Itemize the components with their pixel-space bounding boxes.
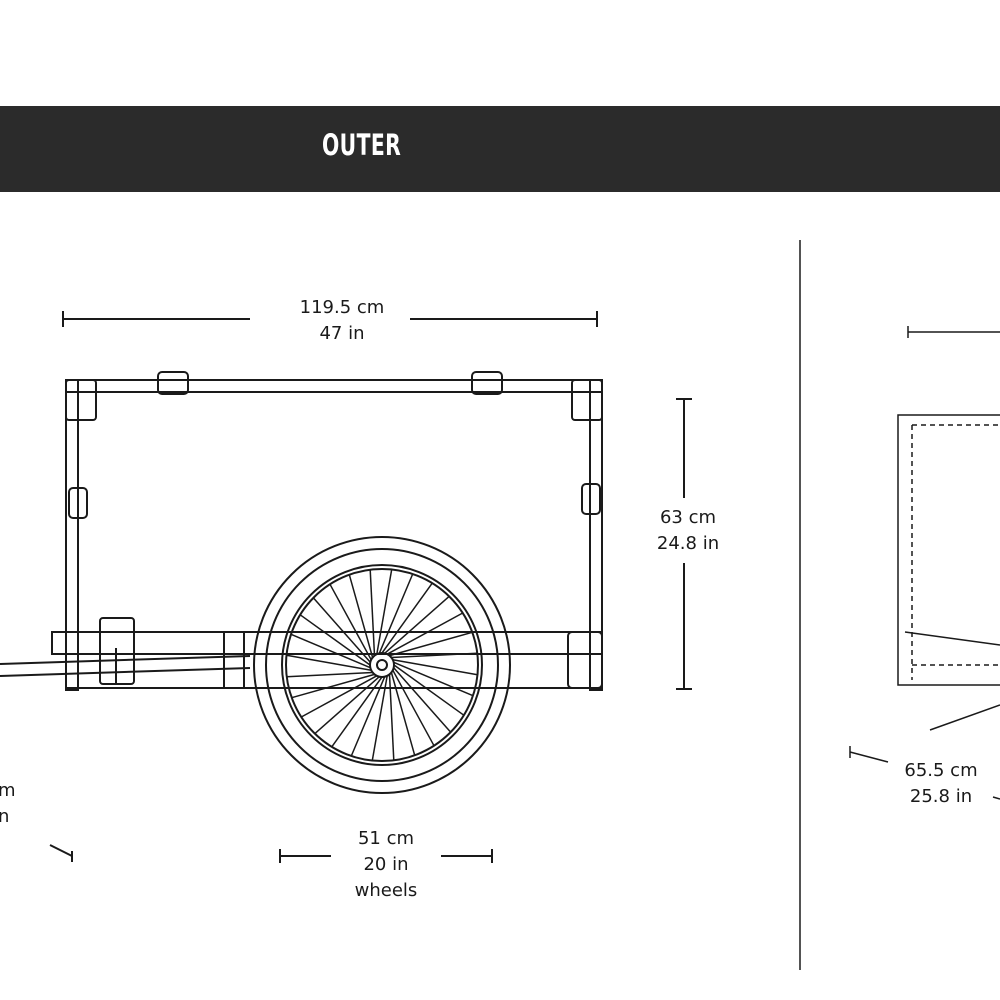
wheel-label: 51 cm 20 in wheels [333, 826, 439, 904]
spoke [388, 674, 395, 761]
length-imperial: 47 in [319, 323, 365, 344]
hitch-imperial: n [0, 806, 10, 827]
spoke [371, 675, 388, 761]
spoke [348, 574, 374, 658]
height-label: 63 cm 24.8 in [640, 505, 736, 557]
trailer-frame [0, 371, 603, 691]
length-dimension-line [62, 311, 598, 327]
side-view-drawing [799, 240, 1000, 970]
spoke [329, 583, 372, 661]
section-banner [0, 106, 1000, 192]
spoke [389, 631, 473, 657]
spoke [392, 659, 478, 676]
spoke [381, 582, 433, 654]
height-metric: 63 cm [659, 507, 717, 528]
spoke [286, 671, 373, 678]
height-dimension-line [676, 398, 692, 690]
spoke [299, 614, 371, 666]
hitch-label: m n [0, 778, 18, 830]
spoke [290, 633, 371, 669]
spoke [392, 669, 435, 747]
spoke [314, 676, 380, 735]
height-imperial: 24.8 in [656, 533, 720, 554]
depth-label: 65.5 cm 25.8 in [893, 758, 989, 810]
spoke [350, 676, 386, 757]
wheel-spokes [286, 569, 478, 761]
hitch-dimension-line [49, 844, 73, 862]
spoke [393, 667, 452, 733]
hitch-metric: m [0, 780, 16, 801]
length-metric: 119.5 cm [299, 297, 385, 318]
wheel-metric: 51 cm [357, 828, 415, 849]
spoke [369, 569, 376, 656]
spoke [391, 652, 478, 659]
length-label: 119.5 cm 47 in [282, 295, 402, 347]
spoke [312, 597, 371, 663]
spoke [386, 612, 464, 655]
spoke [286, 654, 372, 671]
spoke [378, 573, 414, 654]
wheel-imperial: 20 in [363, 854, 409, 875]
wheel-note: wheels [354, 880, 418, 901]
spoke [390, 672, 416, 756]
spoke [393, 661, 474, 697]
spoke [393, 664, 465, 716]
spoke [291, 673, 375, 699]
depth-metric: 65.5 cm [904, 760, 978, 781]
spoke [376, 569, 393, 655]
spoke [331, 676, 383, 748]
wheel-dimension-line [279, 849, 493, 863]
spoke [300, 675, 378, 718]
depth-imperial: 25.8 in [909, 786, 973, 807]
banner-title: OUTER [322, 128, 402, 162]
wheel [253, 536, 511, 794]
spoke [384, 595, 450, 654]
